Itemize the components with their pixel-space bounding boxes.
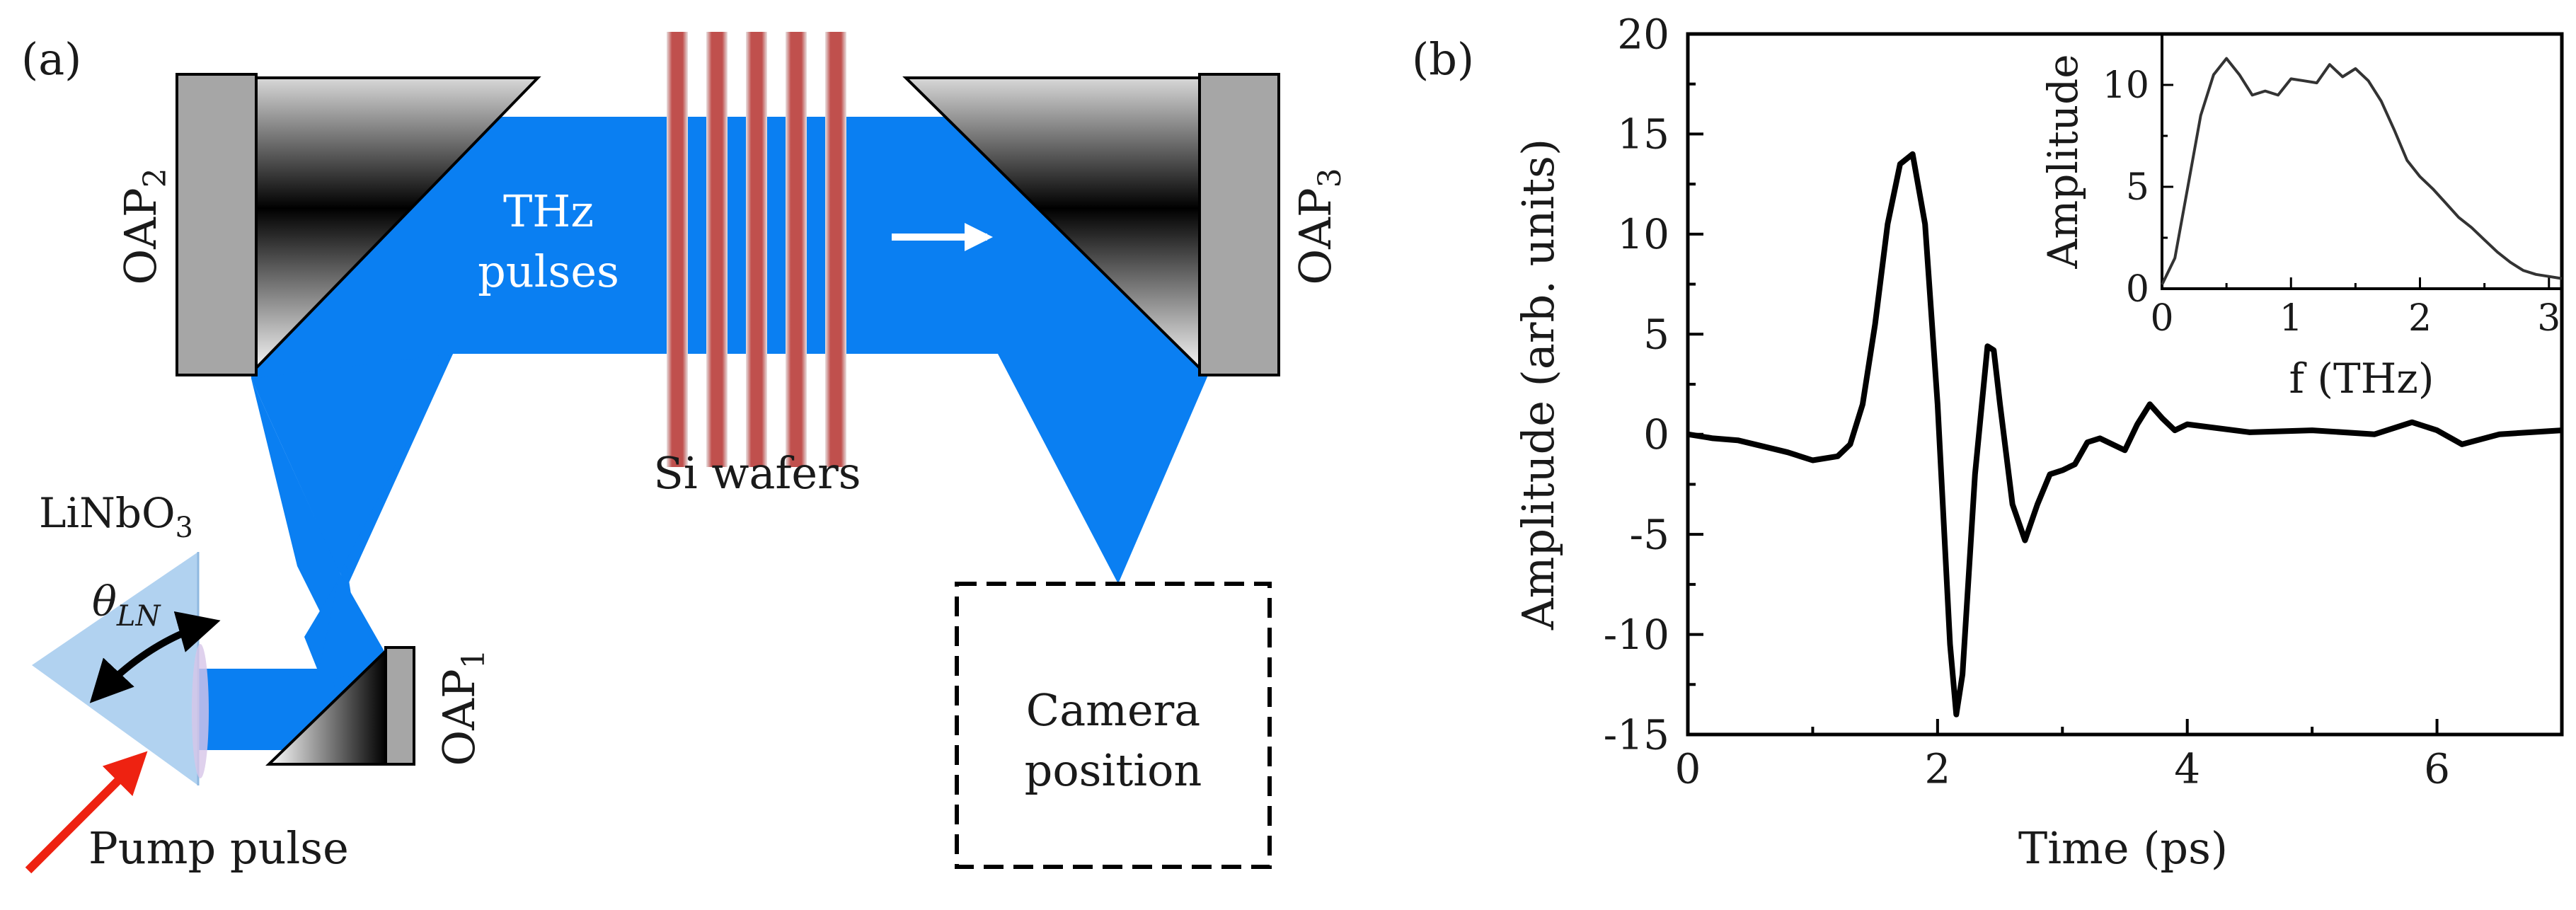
panel-b-label: (b)	[1412, 33, 1474, 85]
main-x-tick-label: 0	[1675, 744, 1701, 793]
thz-label-line2: pulses	[478, 246, 619, 297]
inset-x-tick-label: 2	[2408, 297, 2432, 340]
inset-y-axis-label: Amplitude	[2039, 54, 2087, 269]
camera-position-box	[955, 582, 1272, 869]
main-x-tick-label: 6	[2424, 744, 2450, 793]
main-y-tick-label: -15	[1604, 710, 1669, 759]
main-y-ticks: 20 15 10 5 0 -5 -10 -15	[1604, 10, 1703, 759]
beam-focus-lower	[318, 573, 396, 672]
svg-text:OAP2: OAP2	[115, 168, 173, 284]
camera-label-line1: Camera	[1026, 684, 1201, 736]
inset-x-tick-label: 3	[2537, 297, 2560, 340]
camera-label-line2: position	[1025, 744, 1202, 796]
panel-a: (a)	[21, 32, 1348, 874]
oap3-label: OAP3	[1289, 168, 1348, 284]
inset-spectrum-line	[2161, 57, 2563, 286]
main-y-tick-label: 5	[1643, 311, 1669, 359]
main-y-tick-label: -5	[1630, 510, 1670, 558]
main-y-axis-label: Amplitude (arb. units)	[1512, 139, 1564, 630]
main-waveform-line	[1687, 151, 2563, 718]
inset-x-axis-label: f (THz)	[2289, 355, 2434, 403]
inset-x-ticks: 0 1 2 3	[2150, 277, 2560, 340]
inset-plot-frame	[2161, 33, 2563, 290]
oap2-mirror	[176, 73, 541, 376]
crystal-label: LiNbO3	[39, 489, 193, 544]
oap3-mirror	[902, 73, 1280, 376]
si-wafers-label: Si wafers	[653, 447, 861, 499]
main-x-axis-label: Time (ps)	[2018, 822, 2228, 874]
main-y-tick-label: 15	[1617, 110, 1669, 159]
main-y-tick-label: 10	[1617, 210, 1669, 258]
theta-arc-arrow	[89, 611, 221, 703]
thz-label-line1: THz	[503, 185, 594, 237]
svg-text:OAP1: OAP1	[433, 649, 492, 766]
main-y-tick-label: 20	[1617, 10, 1669, 58]
main-x-tick-label: 2	[1924, 744, 1950, 793]
main-x-ticks: 0 2 4 6	[1675, 719, 2450, 793]
inset-y-tick-label: 0	[2126, 268, 2149, 311]
pump-label: Pump pulse	[88, 822, 349, 874]
main-y-tick-label: 0	[1643, 410, 1669, 459]
inset-spectrum-chart: 10 5 0 0 1 2 3 f (THz) Amplitude	[2039, 33, 2563, 403]
inset-y-tick-label: 10	[2103, 64, 2149, 107]
oap1-mirror	[265, 646, 415, 766]
main-y-tick-label: -10	[1604, 611, 1669, 659]
svg-text:OAP3: OAP3	[1289, 168, 1348, 284]
beam-focus-upper	[252, 354, 453, 573]
panel-a-label: (a)	[21, 33, 81, 85]
main-x-tick-label: 4	[2174, 744, 2200, 793]
oap2-label: OAP2	[115, 168, 173, 284]
oap1-label: OAP1	[433, 649, 492, 766]
inset-y-ticks: 10 5 0	[2103, 64, 2173, 311]
inset-x-tick-label: 1	[2279, 297, 2303, 340]
pump-arrow	[25, 751, 148, 874]
inset-y-tick-label: 5	[2126, 166, 2149, 209]
si-wafers	[667, 32, 846, 467]
inset-x-tick-label: 0	[2150, 297, 2173, 340]
